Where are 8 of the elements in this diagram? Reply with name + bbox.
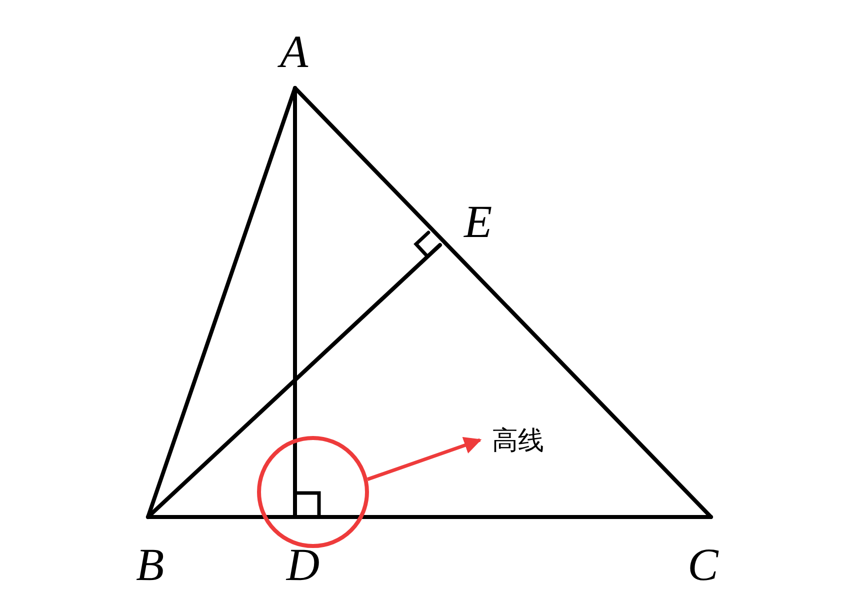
point-label: C	[688, 542, 718, 588]
point-label: A	[280, 29, 308, 75]
point-label: B	[136, 542, 164, 588]
highlight-circle	[257, 436, 369, 548]
point-label: E	[464, 199, 492, 245]
annotation-text: 高线	[492, 420, 582, 460]
point-label: D	[286, 542, 320, 588]
arrow	[366, 436, 482, 481]
